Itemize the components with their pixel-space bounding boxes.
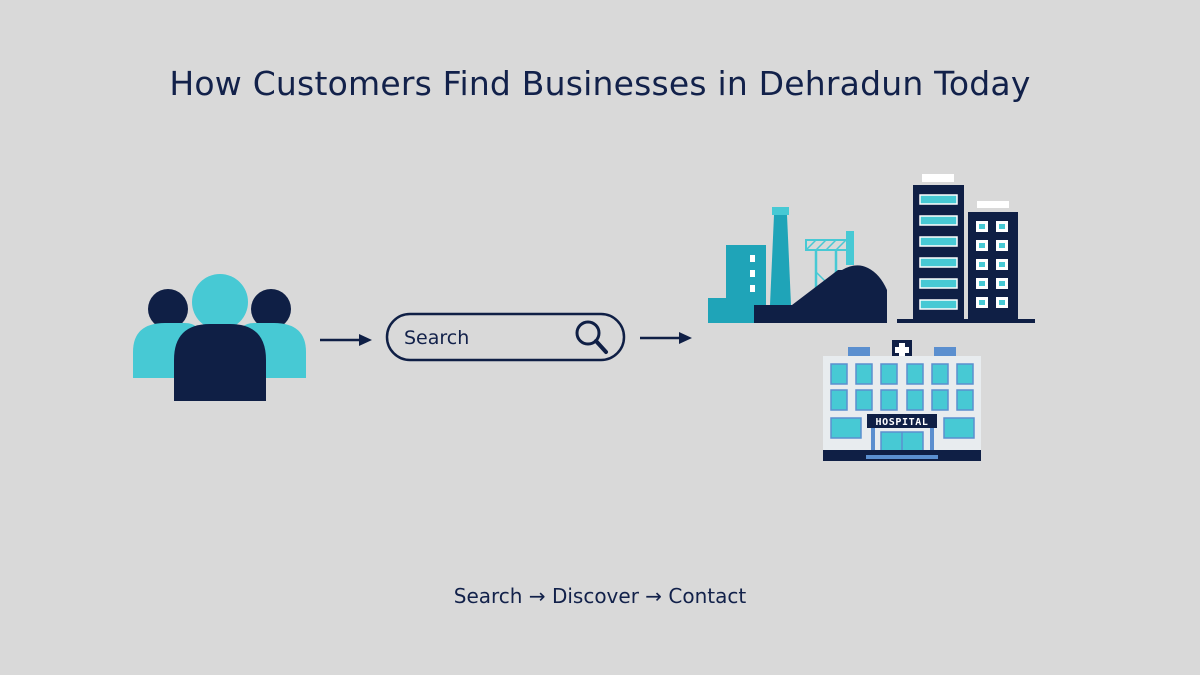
flow-caption: Search → Discover → Contact: [453, 584, 747, 608]
search-box-label: Search: [404, 327, 469, 349]
hospital-sign: [867, 414, 937, 428]
page-title: How Customers Find Businesses in Dehradu…: [169, 64, 1031, 103]
office-buildings-icon: [897, 174, 1035, 323]
search-icon: [575, 320, 608, 354]
arrow-right-icon: [320, 334, 372, 346]
people-group-icon: [133, 274, 306, 401]
hospital-sign-label: HOSPITAL: [876, 417, 929, 428]
arrow-right-icon: [640, 332, 692, 344]
factory-icon: [708, 207, 887, 323]
hospital-icon: HOSPITAL: [823, 340, 981, 461]
search-box: Search: [385, 312, 626, 362]
